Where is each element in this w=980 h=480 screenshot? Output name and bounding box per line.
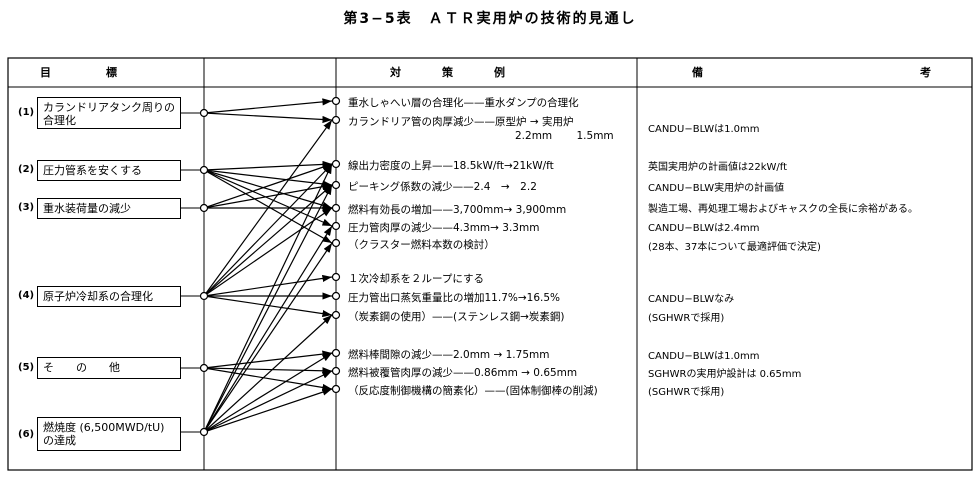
measure-item: １次冷却系を２ループにする: [348, 273, 484, 285]
connection-arrow: [203, 112, 333, 124]
measure-item: 圧力管肉厚の減少——4.3mm→ 3.3mm: [348, 222, 540, 234]
connection-arrow: [203, 242, 333, 433]
remark: CANDU−BLW実用炉の計画値: [648, 183, 785, 194]
remark: CANDU−BLWは2.4mm: [648, 223, 760, 234]
measure-item: （クラスター燃料本数の検討）: [348, 239, 495, 251]
connection-arrow: [203, 163, 333, 297]
goal-number: (1): [18, 107, 35, 118]
measure-item: 線出力密度の上昇——18.5kW/ft→21kW/ft: [348, 160, 554, 172]
connection-arrow: [203, 274, 333, 297]
connection-arrow: [203, 184, 333, 433]
header-remarks-a: 備: [692, 66, 703, 79]
table-title: 第3−5表 ＡＴＲ実用炉の技術的見通し: [343, 11, 637, 27]
goal-number: (6): [18, 429, 35, 440]
goal-box: 圧力管系を安くする: [37, 160, 181, 181]
measure-item: 燃料有効長の増加——3,700mm→ 3,900mm: [348, 204, 567, 216]
connection-arrow: [203, 225, 333, 433]
connection-arrow: [203, 163, 333, 209]
remark: (28本、37本について最適評価で決定): [648, 242, 821, 253]
connection-arrow: [203, 207, 333, 297]
connection-arrow: [203, 169, 333, 209]
connection-arrow: [203, 350, 333, 369]
measure-item: 圧力管出口蒸気重量比の増加11.7%→16.5%: [348, 292, 561, 304]
measure-node: [331, 291, 341, 301]
measure-node: [331, 180, 341, 190]
measure-node: [331, 238, 341, 248]
measure-item: 燃料被覆管肉厚の減少——0.86mm → 0.65mm: [348, 367, 578, 379]
connection-arrow: [203, 388, 333, 433]
measure-node: [331, 366, 341, 376]
measure-item: （反応度制御機構の簡素化）——(固体制御棒の削減): [348, 385, 598, 397]
goal-node: [199, 291, 209, 301]
measure-node: [331, 96, 341, 106]
measure-item: カランドリア管の肉厚減少——原型炉 → 実用炉: [348, 116, 574, 128]
measure-item: 燃料棒間隙の減少——2.0mm → 1.75mm: [348, 349, 550, 361]
remark: 英国実用炉の計画値は22kW/ft: [648, 162, 788, 173]
measure-node: [331, 272, 341, 282]
goal-box: カランドリアタンク周りの合理化: [37, 97, 181, 129]
remark: (SGHWRで採用): [648, 387, 725, 398]
header-remarks-b: 考: [920, 66, 931, 79]
remark: SGHWRの実用炉設計は 0.65mm: [648, 369, 802, 380]
connection-arrow: [203, 184, 333, 297]
measure-node: [331, 221, 341, 231]
goal-node: [199, 108, 209, 118]
measure-item: 重水しゃへい層の合理化——重水ダンプの合理化: [348, 97, 579, 109]
connection-arrow: [203, 119, 333, 297]
remark: (SGHWRで採用): [648, 313, 725, 324]
connection-arrow: [203, 169, 333, 227]
remark: 製造工場、再処理工場およびキャスクの全長に余裕がある。: [648, 204, 918, 215]
goal-node: [199, 203, 209, 213]
remark: CANDU−BLWは1.0mm: [648, 124, 760, 135]
measure-item-sub: 2.2mm 1.5mm: [515, 130, 614, 142]
goal-box: 重水装荷量の減少: [37, 198, 181, 219]
connection-arrow: [203, 183, 333, 209]
measure-node: [331, 310, 341, 320]
measure-node: [331, 203, 341, 213]
connection-arrow: [203, 370, 333, 433]
goal-box: 原子炉冷却系の合理化: [37, 286, 181, 307]
goal-box: 燃焼度 (6,500MWD/tU)の達成: [37, 417, 181, 451]
header-measures: 対 策 例: [390, 66, 507, 79]
measure-item: ピーキング係数の減少——2.4 → 2.2: [348, 181, 537, 193]
connection-arrow: [203, 314, 333, 433]
remark: CANDU−BLWなみ: [648, 294, 735, 305]
measure-item: （炭素鋼の使用）——(ステンレス鋼→炭素鋼): [348, 311, 565, 323]
goal-number: (3): [18, 202, 35, 213]
connection-arrow: [203, 160, 333, 171]
goal-number: (4): [18, 290, 35, 301]
connection-arrow: [203, 169, 333, 188]
goal-number: (5): [18, 362, 35, 373]
connection-arrow: [203, 352, 333, 433]
remark: CANDU−BLWは1.0mm: [648, 351, 760, 362]
connection-arrow: [203, 295, 333, 318]
goal-node: [199, 165, 209, 175]
goal-box: そ の 他: [37, 357, 181, 379]
connection-arrow: [203, 367, 333, 375]
goal-node: [199, 427, 209, 437]
goal-number: (2): [18, 164, 35, 175]
measure-node: [331, 384, 341, 394]
measure-node: [331, 115, 341, 125]
connection-arrow: [203, 98, 333, 114]
measure-node: [331, 348, 341, 358]
connection-arrow: [203, 169, 333, 244]
connection-arrow: [203, 367, 333, 391]
goal-node: [199, 363, 209, 373]
measure-node: [331, 159, 341, 169]
header-goal: 目 標: [40, 66, 117, 79]
connection-arrow: [203, 163, 333, 433]
